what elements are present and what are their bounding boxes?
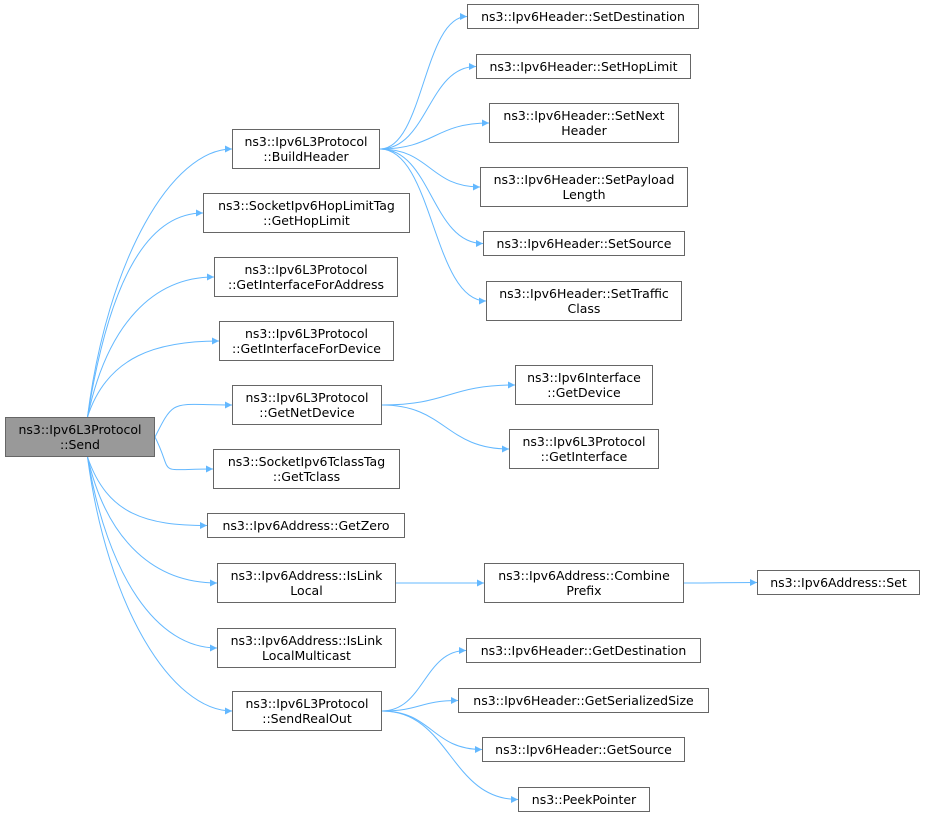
node-label: ns3::Ipv6Address::IsLink (230, 633, 383, 648)
node-get-destination[interactable]: ns3::Ipv6Header::GetDestination (466, 638, 701, 663)
node-label: Header (561, 123, 607, 138)
node-label: ::Send (60, 437, 100, 452)
node-get-serialized-size[interactable]: ns3::Ipv6Header::GetSerializedSize (458, 688, 709, 713)
edge-send-to-get_if_for_addr (87, 273, 215, 418)
node-set-source[interactable]: ns3::Ipv6Header::SetSource (483, 231, 685, 256)
node-get-zero[interactable]: ns3::Ipv6Address::GetZero (207, 513, 405, 538)
edge-send_real_out-to-get_ser_size (381, 697, 459, 712)
node-is-link-local-multicast[interactable]: ns3::Ipv6Address::IsLink LocalMulticast (217, 628, 396, 668)
node-label: ::GetNetDevice (259, 405, 355, 420)
node-label: ::GetInterfaceForDevice (232, 341, 381, 356)
edge-build_header-to-set_source (379, 148, 484, 247)
edge-send-to-get_net_device (154, 401, 233, 438)
node-label: ns3::Ipv6Header::SetNext (503, 108, 665, 123)
node-label: ::GetInterfaceForAddress (228, 277, 384, 292)
node-label: ns3::Ipv6Header::GetSource (495, 742, 672, 757)
node-get-source[interactable]: ns3::Ipv6Header::GetSource (482, 737, 685, 762)
node-label: ns3::Ipv6L3Protocol (245, 696, 369, 711)
node-interface-get-device[interactable]: ns3::Ipv6Interface ::GetDevice (515, 365, 653, 405)
node-label: ::BuildHeader (263, 149, 349, 164)
node-label: ns3::Ipv6Address::IsLink (230, 568, 383, 583)
node-label: ::GetInterface (540, 449, 628, 464)
node-label: ns3::Ipv6Address::Combine (498, 568, 670, 583)
node-get-interface-for-device[interactable]: ns3::Ipv6L3Protocol ::GetInterfaceForDev… (219, 321, 394, 361)
node-label: ::GetDevice (547, 385, 621, 400)
node-label: ns3::Ipv6L3Protocol (18, 422, 142, 437)
edge-send-to-build_header (87, 145, 233, 418)
edge-send-to-get_hop_limit (87, 209, 204, 418)
edge-send-to-is_link_local (87, 456, 218, 587)
node-label: ns3::Ipv6Header::SetPayload (493, 172, 675, 187)
node-send: ns3::Ipv6L3Protocol ::Send (5, 417, 155, 457)
node-label: ns3::Ipv6Header::SetDestination (481, 9, 685, 24)
edge-send-to-is_llm (87, 456, 218, 652)
node-label: ns3::Ipv6Header::SetHopLimit (489, 59, 678, 74)
node-peek-pointer[interactable]: ns3::PeekPointer (518, 787, 650, 812)
edge-build_header-to-set_traffic (379, 148, 487, 305)
edge-send_real_out-to-get_destination (381, 647, 467, 712)
edge-combine_prefix-to-addr_set (683, 579, 758, 587)
node-label: Length (562, 187, 606, 202)
node-set-payload-length[interactable]: ns3::Ipv6Header::SetPayload Length (480, 167, 688, 207)
edge-send-to-send_real_out (87, 456, 233, 715)
node-label: Prefix (566, 583, 602, 598)
node-address-set[interactable]: ns3::Ipv6Address::Set (757, 570, 920, 595)
node-label: ns3::PeekPointer (531, 792, 637, 807)
edge-get_net_device-to-get_interface (381, 404, 510, 453)
node-label: ::GetHopLimit (263, 213, 350, 228)
node-label: Local (290, 583, 323, 598)
node-set-hop-limit[interactable]: ns3::Ipv6Header::SetHopLimit (476, 54, 691, 79)
node-label: ns3::Ipv6L3Protocol (245, 390, 369, 405)
edge-get_net_device-to-if_get_device (381, 381, 516, 406)
node-get-hop-limit[interactable]: ns3::SocketIpv6HopLimitTag ::GetHopLimit (203, 193, 410, 233)
edge-build_header-to-set_payload_len (379, 148, 481, 191)
edge-send-to-get_tclass (154, 436, 214, 473)
node-combine-prefix[interactable]: ns3::Ipv6Address::Combine Prefix (484, 563, 684, 603)
node-label: ns3::Ipv6L3Protocol (244, 134, 368, 149)
node-set-next-header[interactable]: ns3::Ipv6Header::SetNext Header (489, 103, 679, 143)
node-build-header[interactable]: ns3::Ipv6L3Protocol ::BuildHeader (232, 129, 380, 169)
node-get-net-device[interactable]: ns3::Ipv6L3Protocol ::GetNetDevice (232, 385, 382, 425)
edge-build_header-to-set_destination (379, 13, 468, 150)
node-get-tclass[interactable]: ns3::SocketIpv6TclassTag ::GetTclass (213, 449, 400, 489)
node-label: ns3::Ipv6Header::SetTraffic (499, 286, 669, 301)
node-label: ns3::Ipv6Address::GetZero (222, 518, 390, 533)
node-label: ::SendRealOut (262, 711, 352, 726)
node-label: ns3::Ipv6Header::GetDestination (480, 643, 687, 658)
edge-build_header-to-set_hop_limit (379, 63, 477, 150)
node-get-interface-for-address[interactable]: ns3::Ipv6L3Protocol ::GetInterfaceForAdd… (214, 257, 398, 297)
node-is-link-local[interactable]: ns3::Ipv6Address::IsLink Local (217, 563, 396, 603)
edge-send_real_out-to-get_source (381, 710, 483, 753)
node-set-destination[interactable]: ns3::Ipv6Header::SetDestination (467, 4, 699, 29)
node-label: LocalMulticast (262, 648, 351, 663)
node-label: ns3::Ipv6Address::Set (770, 575, 907, 590)
node-send-real-out[interactable]: ns3::Ipv6L3Protocol ::SendRealOut (232, 691, 382, 731)
node-label: Class (567, 301, 601, 316)
edge-send_real_out-to-peek_pointer (381, 710, 519, 803)
node-label: ns3::Ipv6Interface (527, 370, 641, 385)
node-set-traffic-class[interactable]: ns3::Ipv6Header::SetTraffic Class (486, 281, 682, 321)
edge-send-to-get_if_for_dev (87, 337, 220, 418)
node-label: ns3::SocketIpv6HopLimitTag (218, 198, 395, 213)
edge-build_header-to-set_next_header (379, 119, 490, 150)
node-label: ns3::Ipv6L3Protocol (522, 434, 646, 449)
node-label: ns3::Ipv6Header::GetSerializedSize (473, 693, 694, 708)
node-label: ns3::Ipv6L3Protocol (244, 326, 369, 341)
edge-send-to-get_zero (87, 456, 208, 529)
node-label: ns3::SocketIpv6TclassTag (227, 454, 386, 469)
node-label: ns3::Ipv6Header::SetSource (496, 236, 672, 251)
node-label: ::GetTclass (272, 469, 341, 484)
node-label: ns3::Ipv6L3Protocol (244, 262, 368, 277)
node-get-interface[interactable]: ns3::Ipv6L3Protocol ::GetInterface (509, 429, 659, 469)
